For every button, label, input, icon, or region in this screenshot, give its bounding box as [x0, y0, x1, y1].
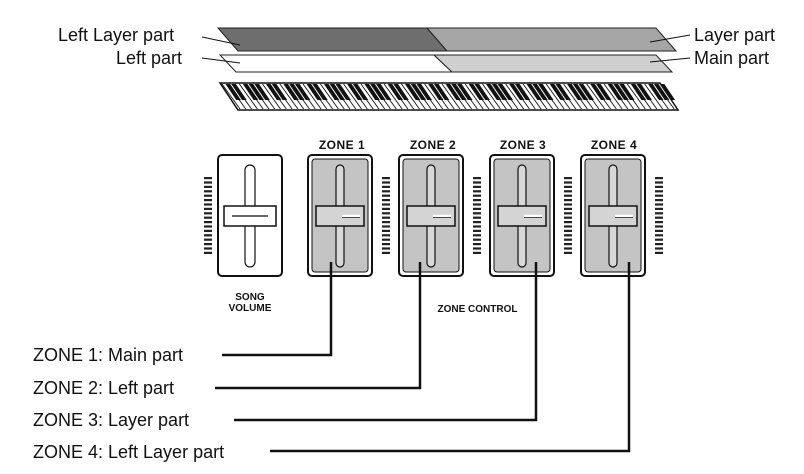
layer-bar — [425, 27, 678, 52]
zone-4-fader[interactable] — [580, 154, 646, 277]
fader-scale-4 — [564, 177, 572, 254]
song-volume-label: SONG VOLUME — [220, 292, 280, 314]
song-volume-text: SONG VOLUME — [228, 292, 272, 314]
zone-3-fader[interactable] — [489, 154, 555, 277]
zone-1-assignment: ZONE 1: Main part — [33, 345, 184, 365]
zone-1-fader[interactable] — [307, 154, 373, 277]
zone-1-title: ZONE 1 — [318, 138, 366, 152]
zone-3-assignment: ZONE 3: Layer part — [33, 410, 190, 430]
zone-4-title: ZONE 4 — [590, 138, 638, 152]
zone-connector-lines — [215, 262, 631, 453]
fader-scale-5 — [655, 177, 663, 254]
label-left-part: Left part — [116, 48, 183, 68]
zone-control-label: ZONE CONTROL — [437, 304, 518, 315]
part-bars — [216, 27, 678, 73]
zone-3-title: ZONE 3 — [499, 138, 547, 152]
left-layer-bar — [216, 27, 449, 52]
fader-scale-3 — [473, 177, 481, 254]
zone-4-assignment: ZONE 4: Left Layer part — [33, 442, 225, 462]
fader-scale-1 — [204, 177, 212, 254]
left-bar — [218, 54, 454, 73]
zone-2-assignment: ZONE 2: Left part — [33, 378, 175, 398]
song-volume-fader[interactable] — [217, 154, 283, 277]
zone-2-fader[interactable] — [398, 154, 464, 277]
keyboard-graphic — [218, 82, 680, 111]
label-main-part: Main part — [694, 48, 770, 68]
main-bar — [432, 54, 674, 73]
fader-scale-2 — [382, 177, 390, 254]
part-leader-lines — [201, 34, 691, 64]
zone-2-title: ZONE 2 — [409, 138, 457, 152]
label-left-layer-part: Left Layer part — [58, 25, 175, 45]
label-layer-part: Layer part — [694, 25, 776, 45]
